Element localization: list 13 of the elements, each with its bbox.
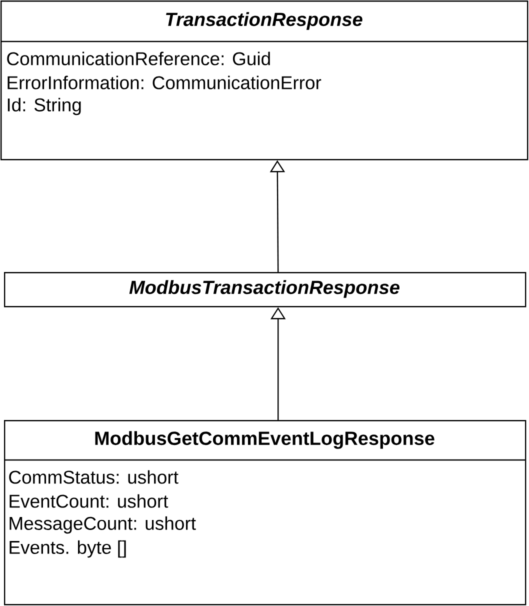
class-box [0, 0, 528, 160]
class-name: ModbusGetCommEventLogResponse [95, 431, 434, 449]
attribute: Id: String [8, 98, 81, 116]
class-name: ModbusTransactionResponse [129, 280, 400, 298]
class-box [4, 272, 526, 308]
attribute: CommunicationReference: Guid [7, 52, 270, 66]
attribute: CommStatus: ushort [9, 470, 178, 484]
attribute: ErrorInformation: CommunicationError [8, 76, 322, 90]
attribute: MessageCount: ushort [10, 516, 196, 534]
class-name: TransactionResponse [166, 12, 362, 30]
class-box [4, 420, 526, 606]
attribute: Events. byte [] [10, 540, 126, 558]
attribute: EventCount: ushort [10, 494, 168, 508]
